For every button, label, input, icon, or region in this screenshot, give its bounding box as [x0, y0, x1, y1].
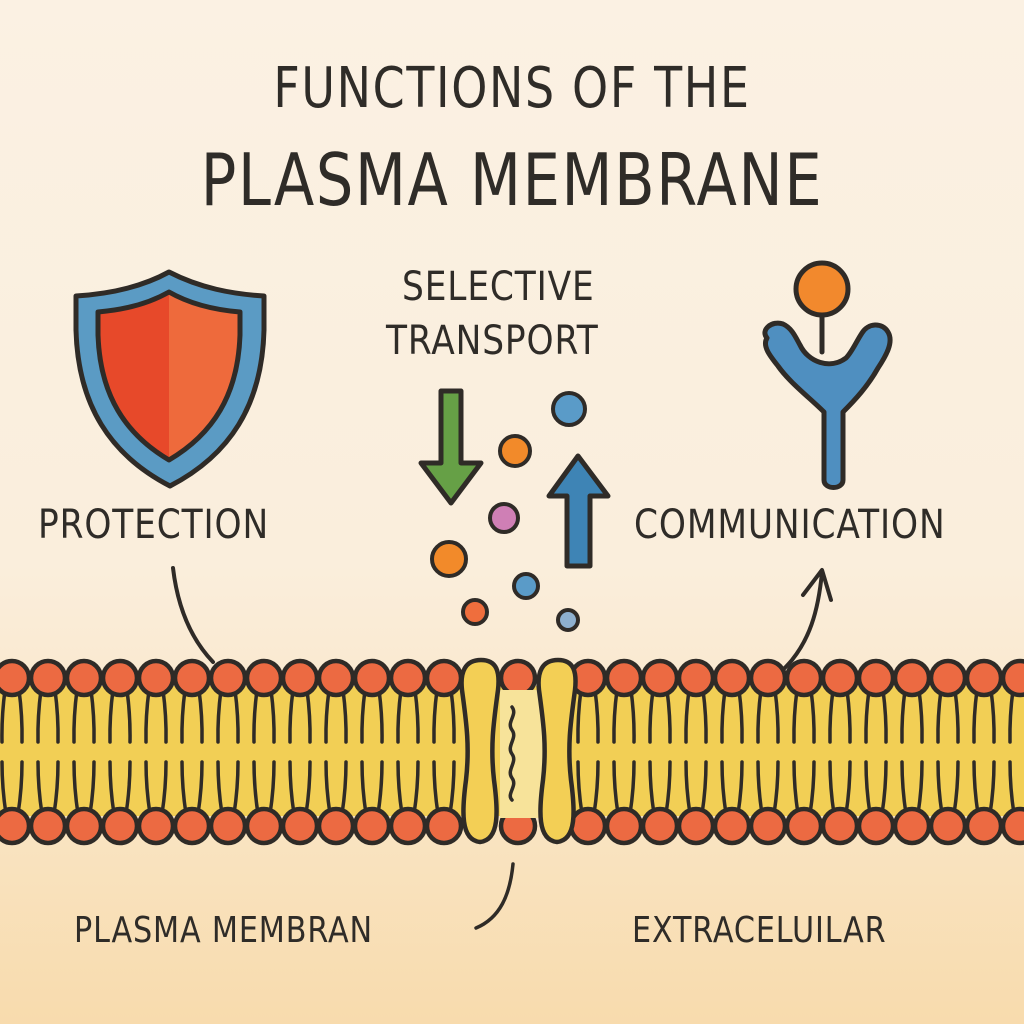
lipid-head	[1000, 658, 1024, 698]
lipid-head	[316, 806, 356, 846]
lipid-head	[0, 806, 32, 846]
title-line-2: PLASMA MEMBRANE	[200, 138, 824, 222]
lipid-head	[820, 806, 860, 846]
lipid-head	[964, 806, 1004, 846]
plasma-membrane-label: PLASMA MEMBRAN	[74, 910, 373, 951]
shield-icon	[73, 269, 267, 489]
particle-orange	[498, 434, 532, 468]
lipid-head	[712, 806, 752, 846]
lipid-head	[784, 658, 824, 698]
lipid-head	[100, 806, 140, 846]
lipid-head	[640, 806, 680, 846]
lipid-head	[316, 658, 356, 698]
lipid-head	[748, 806, 788, 846]
lipid-head	[0, 658, 32, 698]
lipid-head	[892, 658, 932, 698]
arrow-down-icon	[418, 388, 484, 506]
lipid-head	[1000, 806, 1024, 846]
lipid-head	[64, 806, 104, 846]
lipid-head	[388, 658, 428, 698]
particle-orange-large	[430, 540, 468, 578]
lipid-head	[568, 806, 608, 846]
lipid-head	[604, 806, 644, 846]
lipid-head	[172, 806, 212, 846]
ligand-orange-icon	[793, 260, 851, 318]
plasma-membrane-leader-line	[474, 862, 515, 930]
particle-blue-top	[551, 391, 587, 427]
lipid-head	[280, 806, 320, 846]
lipid-head	[28, 658, 68, 698]
lipid-head	[604, 658, 644, 698]
lipid-head	[784, 806, 824, 846]
lipid-head	[748, 658, 788, 698]
lipid-head	[244, 658, 284, 698]
lipid-head	[208, 658, 248, 698]
lipid-head	[424, 806, 464, 846]
lipid-head	[280, 658, 320, 698]
lipid-head	[676, 658, 716, 698]
transport-particles	[430, 391, 587, 632]
lipid-head	[352, 658, 392, 698]
lipid-head	[424, 658, 464, 698]
lipid-head	[244, 806, 284, 846]
lipid-head	[640, 658, 680, 698]
title-line-1: FUNCTIONS OF THE	[273, 56, 751, 121]
lipid-head	[856, 806, 896, 846]
arrow-up-icon	[546, 453, 611, 569]
extracellular-label: EXTRACELUILAR	[632, 910, 887, 951]
lipid-head	[498, 658, 538, 698]
lipid-head	[208, 806, 248, 846]
lipid-head	[136, 658, 176, 698]
communication-label: COMMUNICATION	[634, 502, 946, 548]
lipid-head	[172, 658, 212, 698]
particle-light-blue	[556, 608, 580, 632]
lipid-head	[964, 658, 1004, 698]
selective-transport-label-line2: TRANSPORT	[386, 318, 599, 364]
particle-blue-small	[512, 572, 540, 600]
lipid-head	[676, 806, 716, 846]
lipid-head	[928, 806, 968, 846]
lipid-head	[136, 806, 176, 846]
lipid-bilayer	[0, 657, 1024, 846]
lipid-head	[28, 806, 68, 846]
lipid-head	[388, 806, 428, 846]
channel-protein-left	[459, 657, 501, 845]
protection-leader-line	[171, 566, 215, 664]
selective-transport-label-line1: SELECTIVE	[402, 264, 595, 310]
lipid-head	[820, 658, 860, 698]
particle-red-orange	[461, 598, 489, 626]
lipid-head	[856, 658, 896, 698]
lipid-head	[892, 806, 932, 846]
lipid-head	[64, 658, 104, 698]
particle-pink	[488, 502, 520, 534]
protection-label: PROTECTION	[38, 502, 270, 548]
lipid-head	[712, 658, 752, 698]
transport-channel	[459, 657, 578, 845]
lipid-head	[928, 658, 968, 698]
lipid-head	[352, 806, 392, 846]
lipid-head	[100, 658, 140, 698]
receptor-icon	[762, 260, 893, 490]
lipid-heads	[0, 658, 1024, 846]
channel-protein-right	[536, 657, 578, 845]
